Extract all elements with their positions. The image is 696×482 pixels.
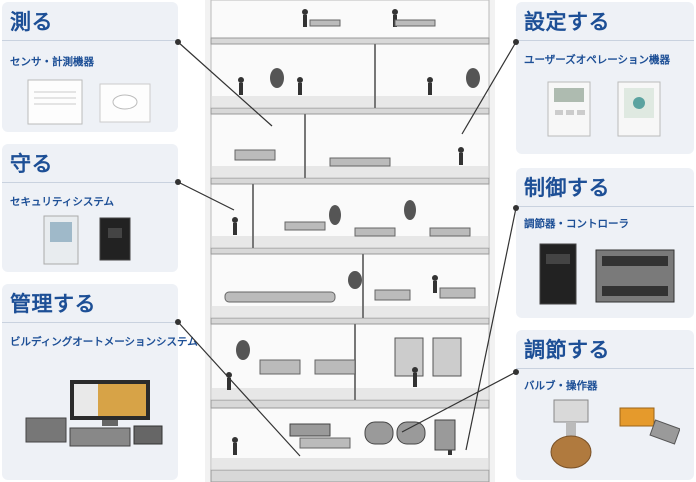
panel-measure-title: 測る [10,10,53,34]
panel-set-subtitle: ユーザーズオペレーション機器 [524,54,671,66]
panel-adjust-title: 調節する [524,338,610,362]
panel-manage-subtitle: ビルディングオートメーションシステム [10,336,198,348]
io-module-image [595,249,675,303]
panel-set-title: 設定する [524,10,610,34]
valve-image [550,399,592,469]
panel-adjust: 調節する バルブ・操作器 [516,330,694,480]
panel-measure: 測る センサ・計測機器 [2,2,178,132]
security-terminal-image [99,217,131,261]
panel-protect: 守る セキュリティシステム [2,144,178,272]
panel-control: 制御する 調節器・コントローラ [516,168,694,318]
ceiling-sensor-image [99,83,151,123]
building-illustration [205,0,495,482]
panel-protect-subtitle: セキュリティシステム [10,196,115,208]
panel-manage: 管理する ビルディングオートメーションシステム [2,284,198,480]
panel-protect-title: 守る [10,152,53,176]
room-controller-image [547,81,591,137]
panel-measure-subtitle: センサ・計測機器 [10,56,94,68]
touch-panel-image [617,81,661,137]
room-sensor-image [27,79,83,125]
panel-set: 設定する ユーザーズオペレーション機器 [516,2,694,154]
panel-control-subtitle: 調節器・コントローラ [524,218,629,230]
panel-adjust-subtitle: バルブ・操作器 [524,380,598,392]
panel-control-title: 制御する [524,176,610,200]
card-reader-image [43,215,79,265]
panel-manage-title: 管理する [10,292,96,316]
actuator-image [619,407,680,445]
controller-unit-image [539,243,577,305]
bas-system-image [25,380,163,447]
